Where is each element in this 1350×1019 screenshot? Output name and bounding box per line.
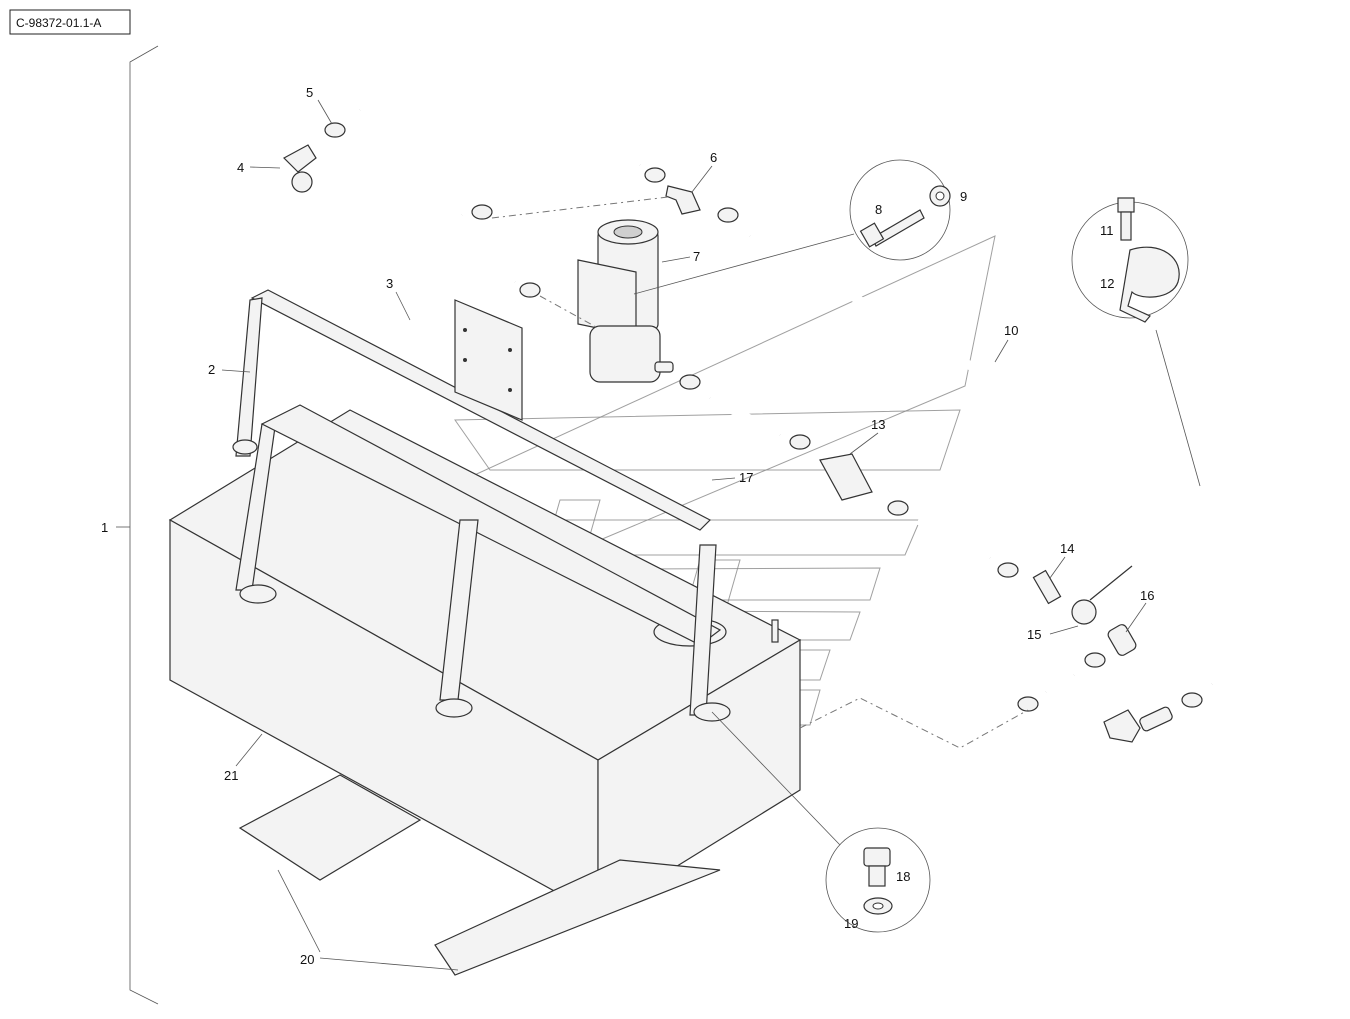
callout-13: 13: [871, 417, 885, 432]
fittings: [283, 144, 1173, 743]
callout-6: 6: [710, 150, 717, 165]
assembly-bracket: [129, 45, 159, 1005]
callout-16: 16: [1140, 588, 1154, 603]
hose-clamps: [324, 122, 1203, 712]
callout-5: 5: [306, 85, 313, 100]
callout-7: 7: [693, 249, 700, 264]
tank-pads: [238, 774, 721, 976]
callout-21: 21: [224, 768, 238, 783]
detail-circle-bolt-nut: [849, 159, 951, 261]
reference-code-box: C-98372-01.1-A: [9, 9, 131, 35]
callout-11: 11: [1100, 223, 1114, 238]
callout-18: 18: [896, 869, 910, 884]
leader-lines: [221, 99, 1147, 971]
callout-12: 12: [1100, 276, 1114, 291]
tank-frame: [232, 289, 731, 722]
callout-2: 2: [208, 362, 215, 377]
detail-circle-bolt-washer: [825, 827, 931, 933]
callout-20: 20: [300, 952, 314, 967]
callout-14: 14: [1060, 541, 1074, 556]
callout-15: 15: [1027, 627, 1041, 642]
fuel-pump: [577, 219, 674, 383]
hoses: [357, 63, 1326, 696]
callout-4: 4: [237, 160, 244, 175]
callout-9: 9: [960, 189, 967, 204]
callout-1: 1: [101, 520, 108, 535]
detail-circle-screw-clip: [1071, 197, 1189, 323]
assembly-centerlines: [491, 196, 1201, 846]
reference-code: C-98372-01.1-A: [16, 16, 101, 30]
callout-labels: 1 2 3 4 5 6 7 8 9 10 11 12 13 14 15 16 1…: [101, 85, 1154, 967]
mounting-plate: [454, 299, 523, 421]
callout-10: 10: [1004, 323, 1018, 338]
callout-8: 8: [875, 202, 882, 217]
callout-3: 3: [386, 276, 393, 291]
callout-19: 19: [844, 916, 858, 931]
callout-17: 17: [739, 470, 753, 485]
